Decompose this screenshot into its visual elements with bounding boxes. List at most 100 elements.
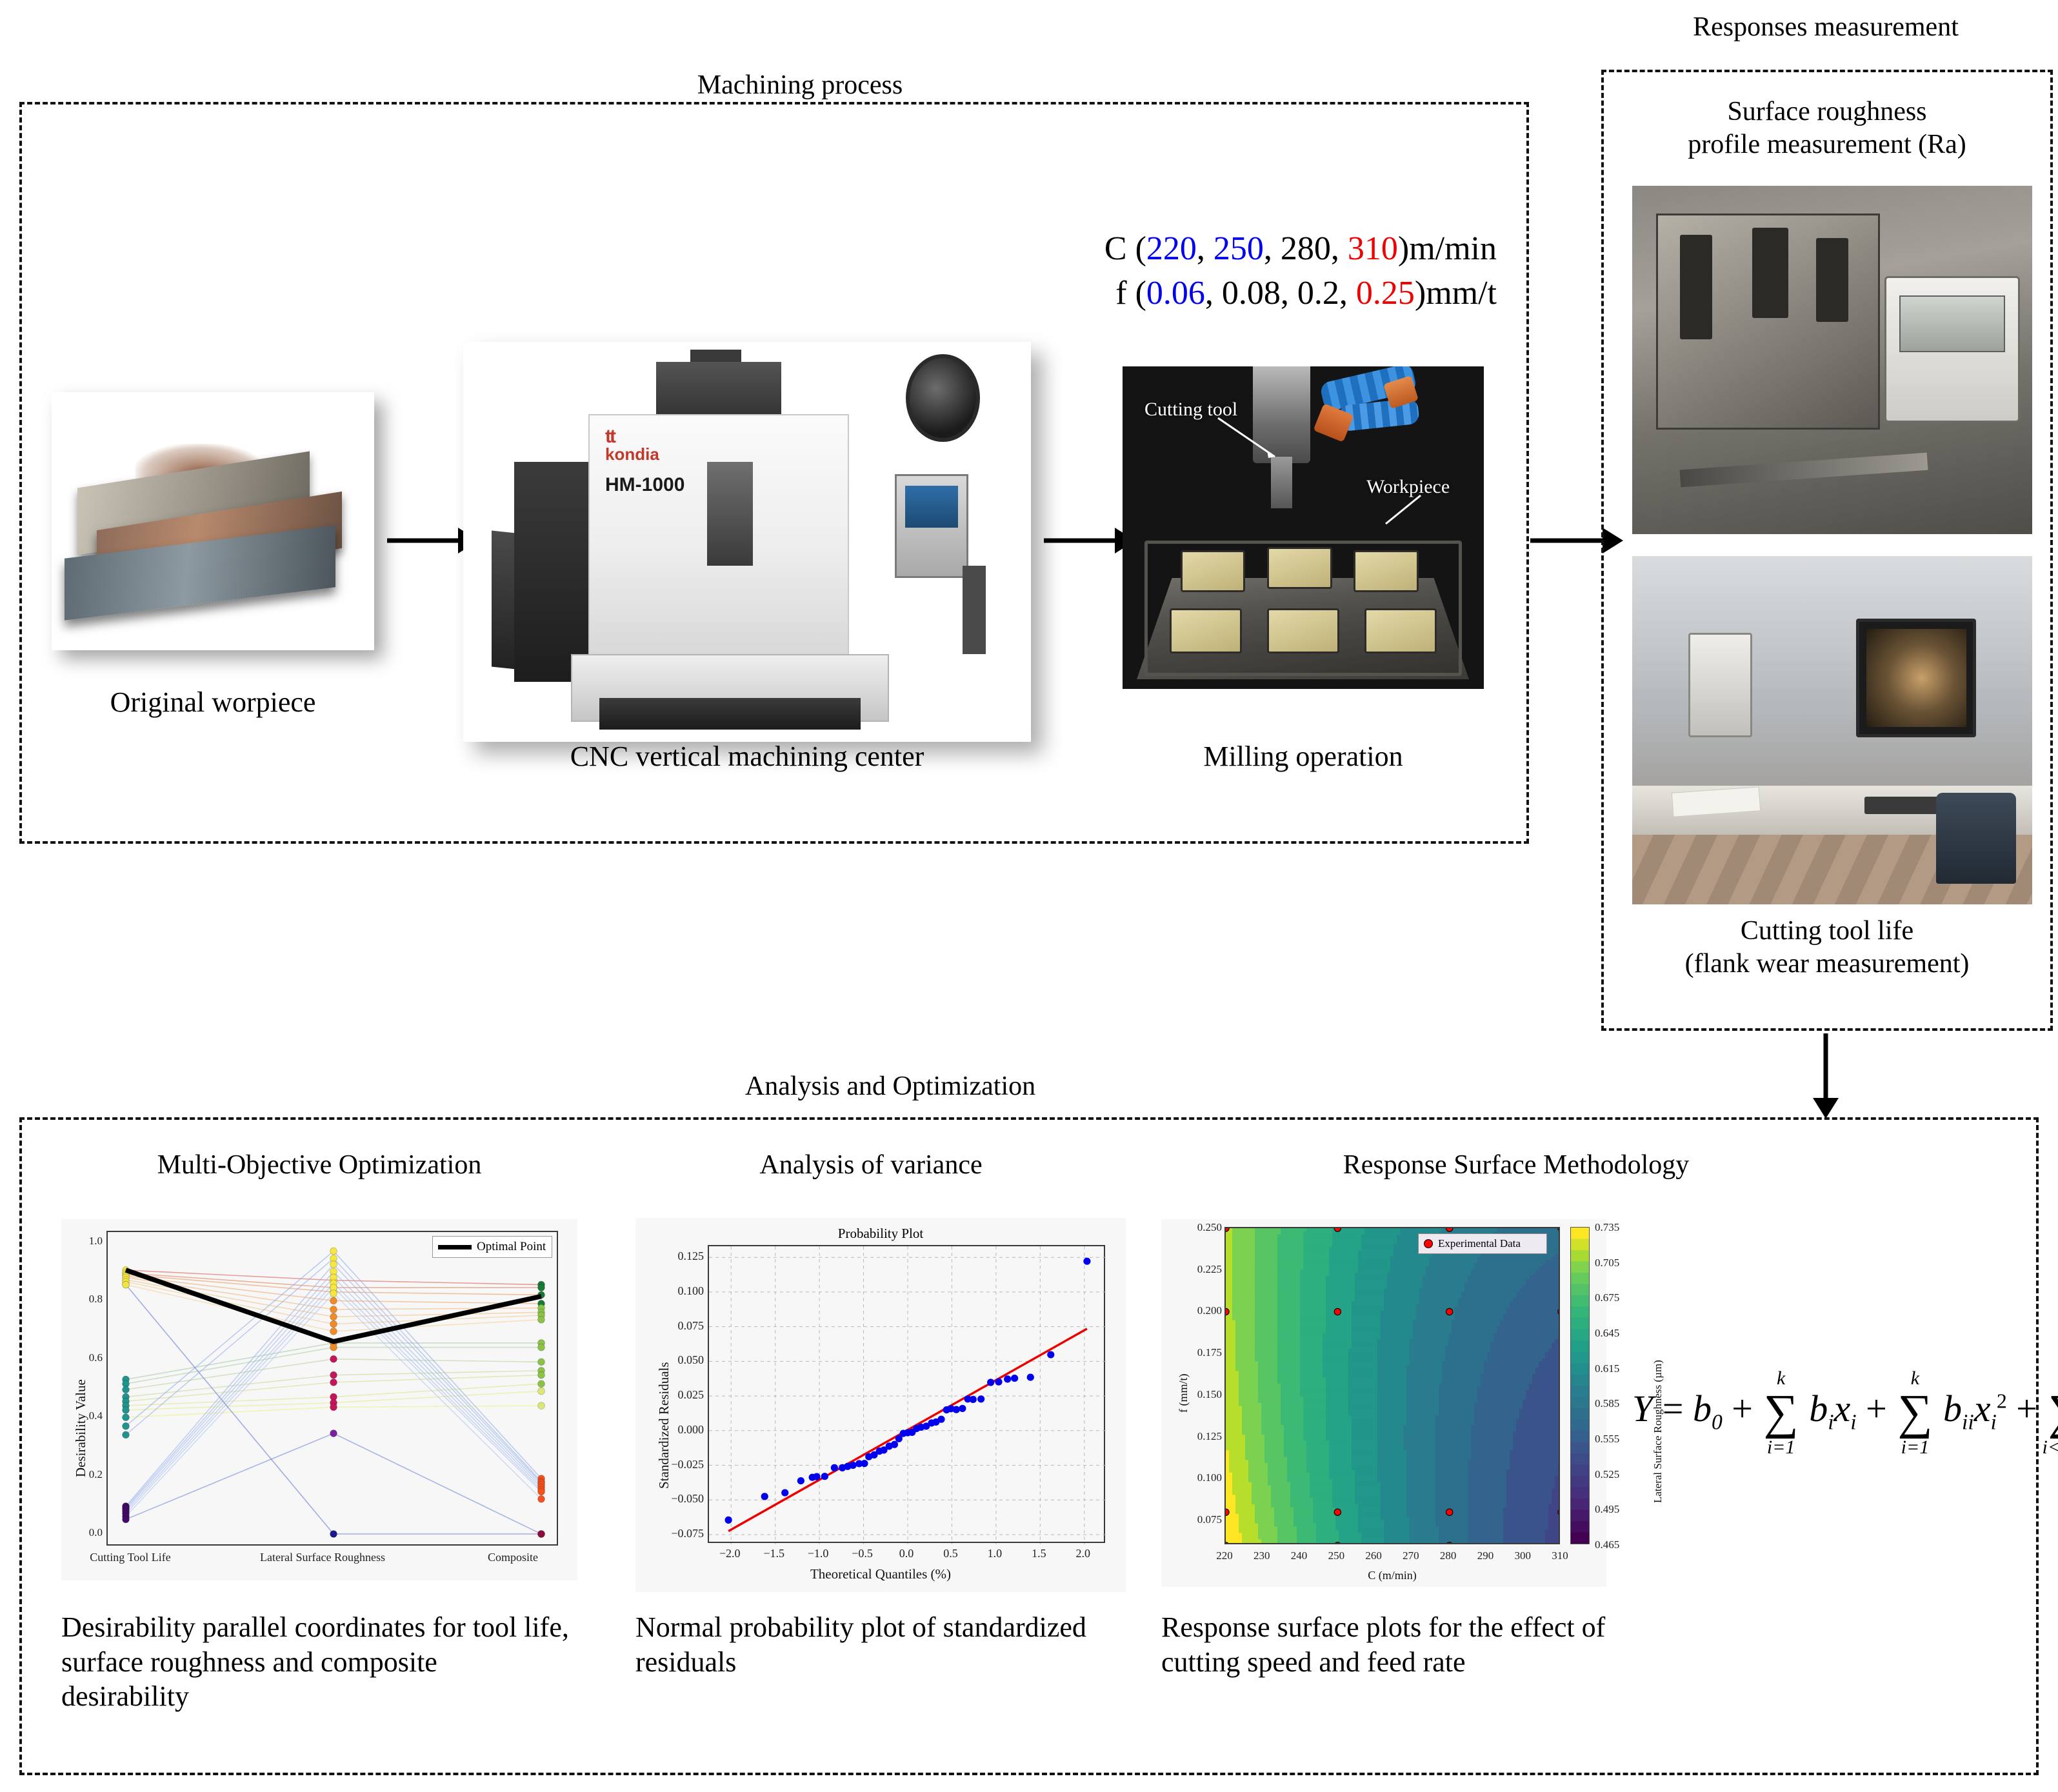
tick-label: 0.525 xyxy=(1595,1468,1620,1480)
pc-series-svg xyxy=(122,1247,545,1538)
cnc-brand-label: kondia xyxy=(605,444,659,464)
feed-suffix: )mm/t xyxy=(1414,274,1497,312)
tick-label: 220 xyxy=(1216,1549,1233,1562)
tick-label: 0.8 xyxy=(88,1293,103,1306)
tick-label: Composite xyxy=(487,1551,538,1564)
pc-y-axis-title: Desirability Value xyxy=(73,1379,88,1477)
rs-legend-label: Experimental Data xyxy=(1438,1237,1521,1249)
tick-label: 0.125 xyxy=(677,1249,704,1263)
pc-legend-label: Optimal Point xyxy=(477,1240,546,1253)
analysis-optimization-title: Analysis and Optimization xyxy=(744,1071,1036,1101)
pc-legend-swatch xyxy=(438,1244,472,1249)
tick-label: 240 xyxy=(1290,1549,1308,1562)
feed-prefix: f ( xyxy=(1115,274,1146,312)
tick-label: 0.000 xyxy=(677,1422,704,1436)
tick-label: 1.0 xyxy=(987,1547,1003,1560)
tick-label: 0.125 xyxy=(1197,1429,1222,1442)
probability-plot-chart: Probability Plot Standardized Residuals … xyxy=(635,1218,1126,1592)
cnc-logo: tt xyxy=(605,426,616,448)
speed-value-1: 220 xyxy=(1146,230,1197,267)
tool-life-lab-photo xyxy=(1632,556,2032,904)
tool-life-caption-l2: (flank wear measurement) xyxy=(1684,949,1970,979)
tick-label: 0.4 xyxy=(88,1409,103,1422)
tick-label: 0.735 xyxy=(1595,1221,1620,1233)
tick-label: 1.0 xyxy=(88,1235,103,1247)
tool-life-caption: Cutting tool life (flank wear measuremen… xyxy=(1608,915,2046,981)
tick-label: 0.100 xyxy=(1197,1471,1222,1484)
tick-label: 0.585 xyxy=(1595,1397,1620,1410)
rs-contour-svg xyxy=(1226,1228,1559,1543)
cnc-machine-photo: tt kondia HM-1000 xyxy=(463,342,1031,742)
tick-label: 0.495 xyxy=(1595,1503,1620,1516)
tick-label: 310 xyxy=(1552,1549,1568,1562)
tick-label: 280 xyxy=(1439,1549,1457,1562)
speed-value-2: 250 xyxy=(1213,230,1264,267)
tick-label: 230 xyxy=(1254,1549,1270,1562)
original-workpiece-photo xyxy=(52,392,374,650)
tick-label: 0.0 xyxy=(88,1526,103,1538)
rs-legend: Experimental Data xyxy=(1418,1233,1547,1254)
tick-label: 0.175 xyxy=(1197,1346,1222,1359)
tick-label: Lateral Surface Roughness xyxy=(260,1551,385,1564)
workpiece-label: Workpiece xyxy=(1366,476,1450,497)
feed-value-3: 0.2 xyxy=(1297,274,1339,312)
pp-title: Probability Plot xyxy=(837,1226,924,1241)
surface-roughness-photo xyxy=(1632,186,2032,534)
tick-label: −0.5 xyxy=(852,1547,873,1560)
panel3-caption: Response surface plots for the effect of… xyxy=(1161,1611,1606,1678)
pp-data-svg xyxy=(709,1246,1106,1544)
panel3-title: Response Surface Methodology xyxy=(1343,1150,1690,1180)
cutting-tool-label: Cutting tool xyxy=(1144,399,1238,420)
tick-label: 0.200 xyxy=(1197,1304,1222,1317)
milling-operation-caption: Milling operation xyxy=(1203,741,1403,772)
arrow-responses-to-analysis xyxy=(1806,1033,1845,1119)
pc-plot-area xyxy=(106,1231,558,1546)
feed-value-2: 0.08 xyxy=(1221,274,1281,312)
panel1-caption: Desirability parallel coordinates for to… xyxy=(61,1611,569,1713)
tick-label: 0.0 xyxy=(899,1547,914,1560)
feed-value-1: 0.06 xyxy=(1146,274,1205,312)
speed-value-3: 280 xyxy=(1280,230,1331,267)
tick-label: 0.025 xyxy=(677,1388,704,1402)
speed-sep-1: , xyxy=(1196,230,1214,267)
tick-label: −1.5 xyxy=(763,1547,784,1560)
sum-symbol-3: ∑ki<j=1 xyxy=(2042,1388,2058,1458)
responses-measurement-panel xyxy=(1601,70,2053,1031)
tool-life-caption-l1: Cutting tool life xyxy=(1740,916,1914,946)
feed-rate-line: f (0.06, 0.08, 0.2, 0.25)mm/t xyxy=(1045,272,1497,316)
tick-label: −2.0 xyxy=(719,1547,741,1560)
milling-operation-photo: Cutting tool Workpiece xyxy=(1123,366,1484,689)
tick-label: 0.675 xyxy=(1595,1291,1620,1304)
roughness-caption-l2: profile measurement (Ra) xyxy=(1688,130,1966,160)
tick-label: 0.050 xyxy=(677,1353,704,1367)
roughness-caption-l1: Surface roughness xyxy=(1727,97,1927,126)
tick-label: 0.705 xyxy=(1595,1256,1620,1269)
pp-plot-area xyxy=(708,1245,1106,1544)
cutting-parameters: C (220, 250, 280, 310)m/min f (0.06, 0.0… xyxy=(1045,227,1497,315)
panel1-title: Multi-Objective Optimization xyxy=(157,1150,482,1180)
cnc-machine-caption: CNC vertical machining center xyxy=(570,741,924,772)
tick-label: 0.465 xyxy=(1595,1538,1620,1551)
tick-label: 0.555 xyxy=(1595,1433,1620,1445)
feed-sep-3: , xyxy=(1339,274,1356,312)
feed-value-4: 0.25 xyxy=(1355,274,1415,312)
rs-x-axis-title: C (m/min) xyxy=(1368,1569,1417,1582)
tick-label: 0.100 xyxy=(677,1284,704,1297)
tick-label: 250 xyxy=(1328,1549,1345,1562)
rs-colorbar xyxy=(1570,1227,1590,1544)
tick-label: −0.050 xyxy=(671,1492,704,1506)
speed-prefix: C ( xyxy=(1104,230,1146,267)
tick-label: 0.075 xyxy=(677,1319,704,1332)
rs-plot-area xyxy=(1224,1227,1560,1544)
speed-value-4: 310 xyxy=(1347,230,1398,267)
panel2-caption: Normal probability plot of standardized … xyxy=(635,1611,1086,1678)
tick-label: 0.615 xyxy=(1595,1362,1620,1375)
rsm-equation: Y = b0 + ∑ki=1 bixi + ∑ki=1 biixi2 + ∑ki… xyxy=(1632,1368,2058,1458)
analysis-optimization-panel xyxy=(19,1117,2039,1775)
tick-label: 0.6 xyxy=(88,1351,103,1364)
tick-label: 290 xyxy=(1477,1549,1494,1562)
